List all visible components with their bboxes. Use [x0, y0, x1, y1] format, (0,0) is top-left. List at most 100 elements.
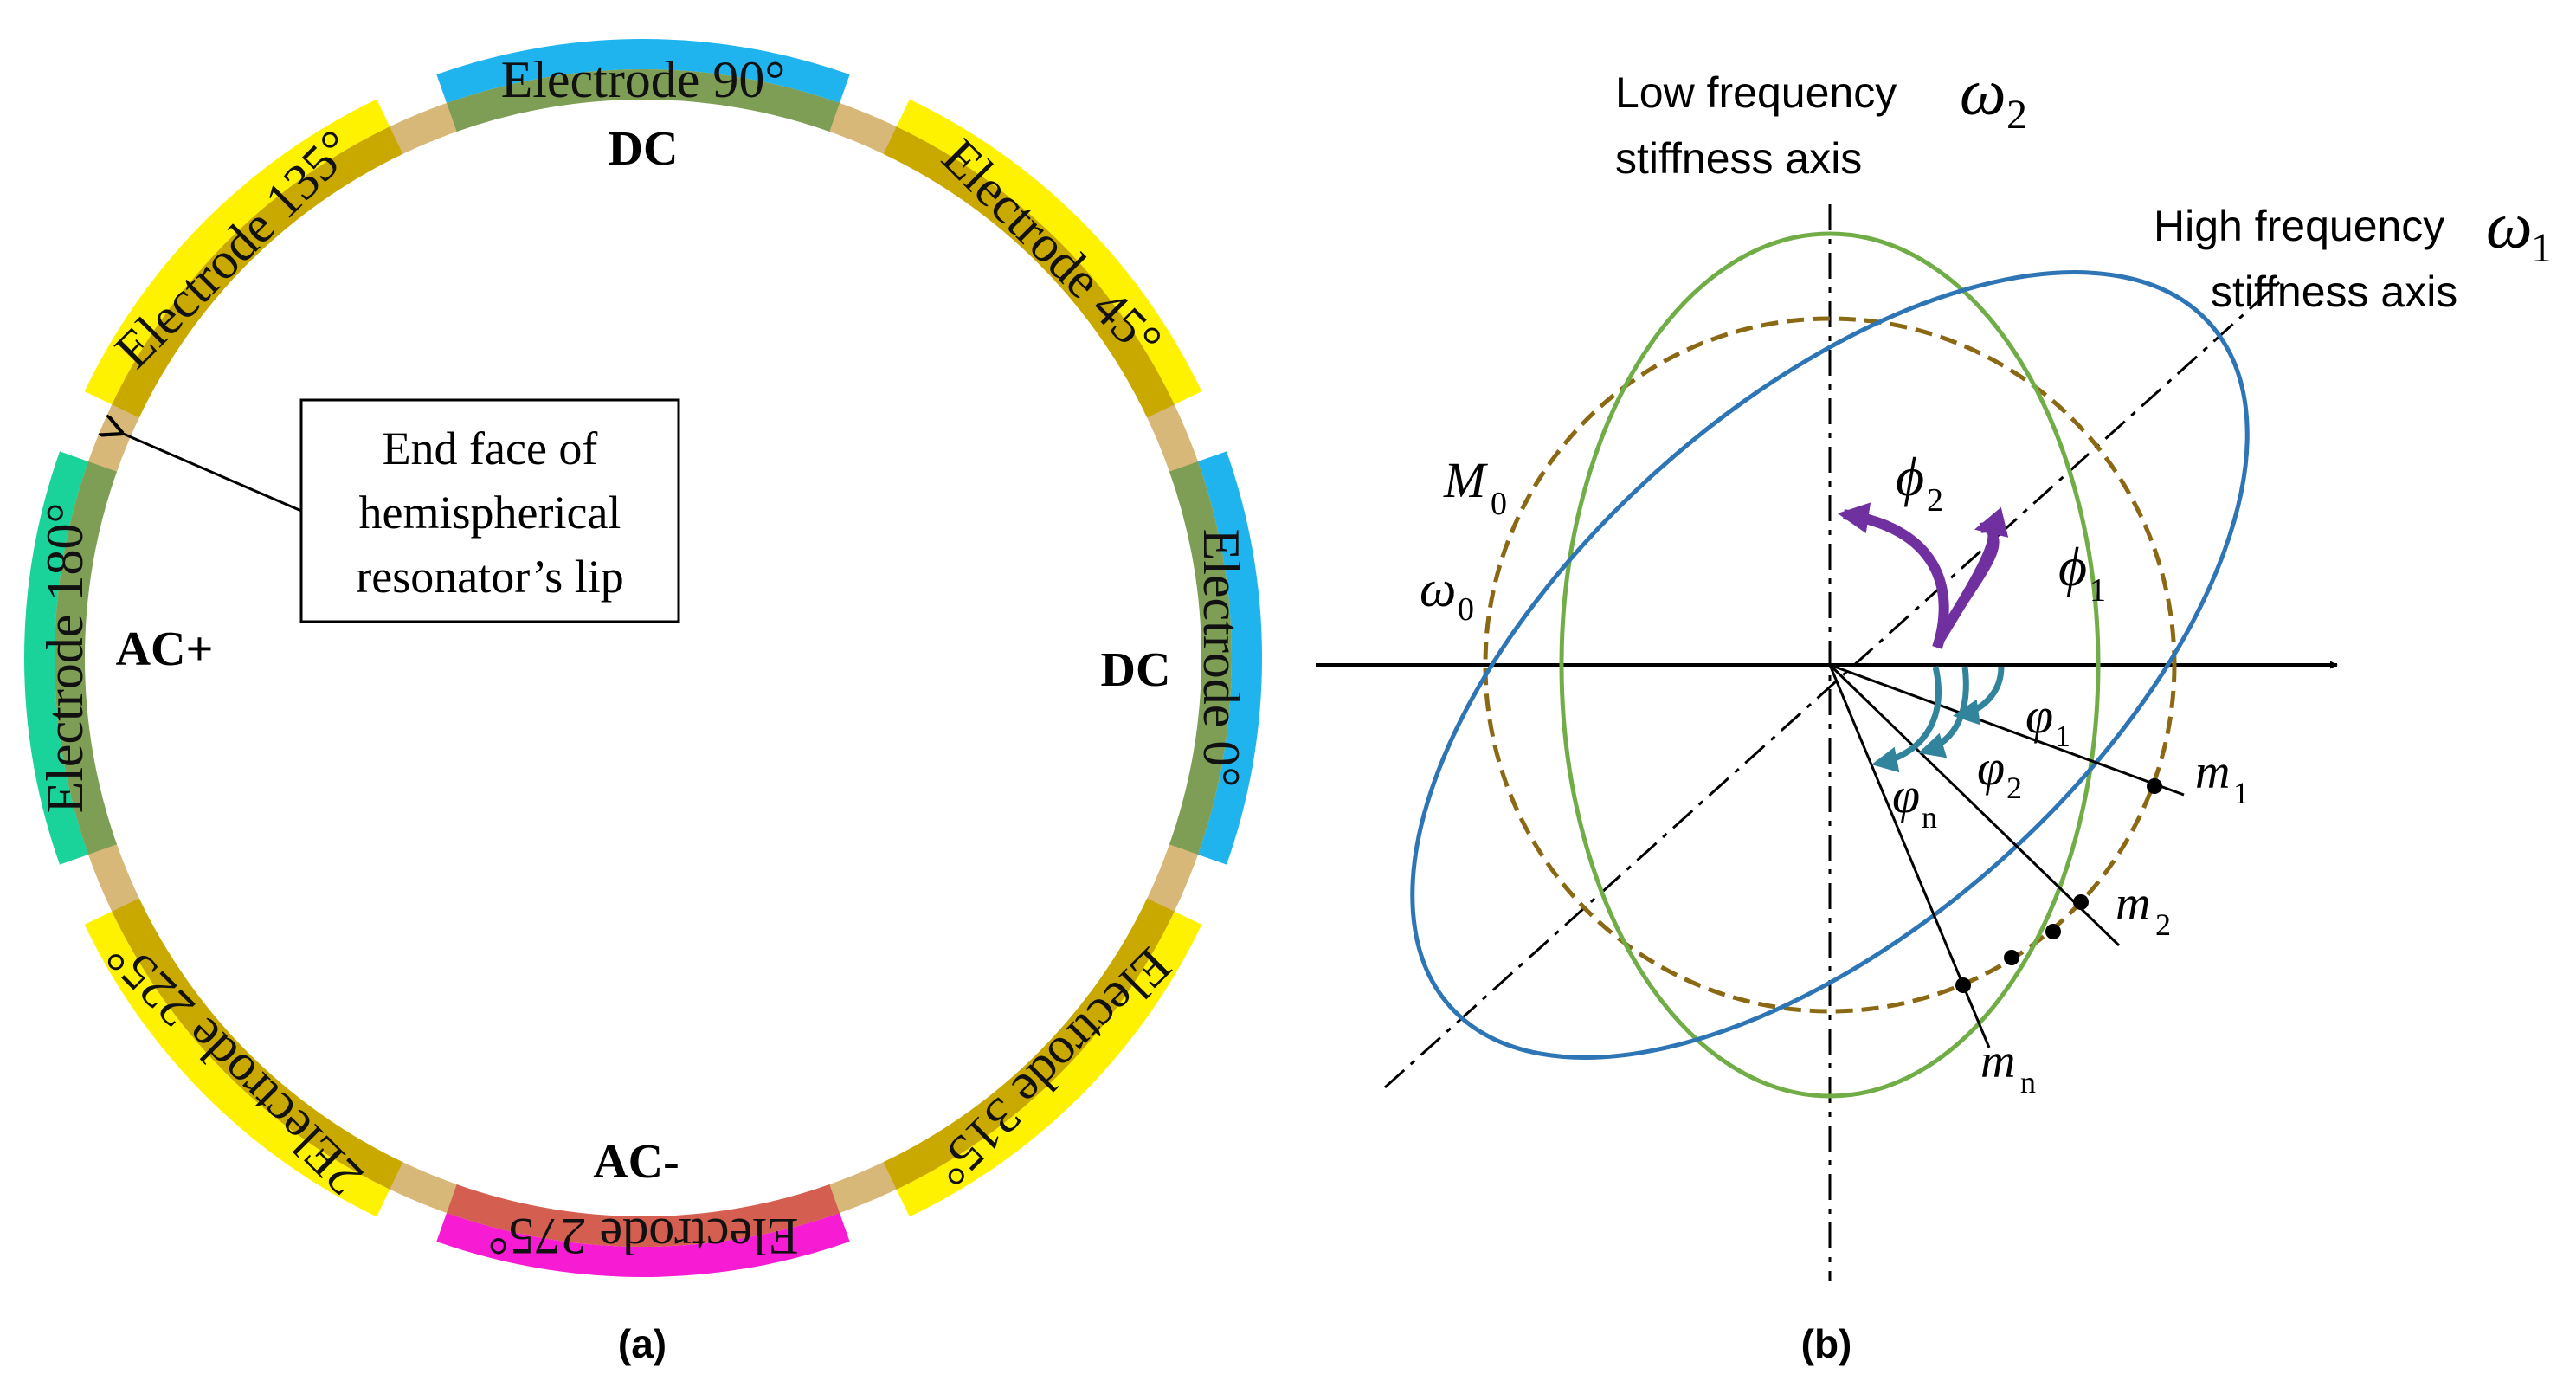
mean-mass-circle	[1483, 316, 2177, 1014]
electrode-inner-band	[447, 69, 840, 132]
dc-label-top: DC	[609, 122, 679, 176]
svg-text:1: 1	[2055, 719, 2070, 753]
high-axis-line2: stiffness axis	[2211, 268, 2457, 316]
M0-label: M 0	[1443, 452, 1507, 522]
svg-text:1: 1	[2233, 776, 2249, 810]
svg-text:0: 0	[1491, 486, 1507, 522]
svg-text:1: 1	[2090, 572, 2106, 609]
electrode-outer-band	[436, 38, 850, 104]
svg-text:φ: φ	[1892, 767, 1920, 823]
low-axis-line2: stiffness axis	[1615, 134, 1862, 183]
panel-a-caption: (a)	[618, 1321, 667, 1366]
electrode-outer-band	[84, 99, 390, 405]
low-frequency-axis-label: Low frequency stiffness axis ω 2	[1615, 56, 2027, 183]
mass-dot-mn	[1955, 977, 1971, 993]
panel-b-caption: (b)	[1801, 1321, 1852, 1366]
omega2-symbol: ω	[1960, 56, 2006, 129]
phi2-label: ϕ 2	[1896, 446, 1943, 519]
svg-text:2: 2	[2006, 771, 2022, 805]
electrode-outer-band	[1197, 451, 1262, 865]
radial-line-m2	[1828, 663, 2121, 947]
svg-text:0: 0	[1458, 591, 1474, 628]
varphin-arrow	[1871, 666, 1942, 773]
callout-line-3: resonator’s lip	[356, 551, 623, 603]
electrode-label: Electrode 275°	[488, 1208, 799, 1265]
svg-text:2: 2	[1927, 482, 1943, 519]
m1-label: m 1	[2195, 745, 2249, 810]
svg-text:2: 2	[2155, 907, 2171, 942]
phi2-arrow	[1837, 502, 1949, 649]
mass-dot-m2b	[2045, 924, 2061, 939]
svg-text:m: m	[2195, 745, 2230, 799]
electrode-inner-band	[112, 898, 403, 1190]
electrode-label: Electrode 0°	[1193, 529, 1250, 788]
omega1-subscript: 1	[2531, 225, 2552, 271]
electrode-gap	[383, 100, 463, 157]
callout-line-2: hemispherical	[359, 487, 621, 539]
svg-text:φ: φ	[2025, 687, 2053, 744]
high-frequency-ellipse	[1410, 270, 2250, 1060]
electrode-inner-band	[883, 126, 1175, 418]
mn-label: m n	[1980, 1035, 2036, 1100]
varphi1-arrow	[1953, 666, 2005, 726]
electrode-outer-band	[84, 911, 390, 1217]
electrode-label: Electrode 135°	[104, 119, 364, 378]
high-frequency-axis-line	[1383, 275, 2287, 1089]
omega1-symbol: ω	[2486, 190, 2533, 262]
omega0-label: ω 0	[1420, 560, 1474, 628]
electrode-label: Electrode 180°	[36, 503, 93, 814]
radial-line-m1	[1829, 663, 2185, 797]
varphin-label: φ n	[1892, 767, 1937, 835]
svg-text:ω: ω	[1420, 560, 1456, 617]
svg-text:φ: φ	[1977, 739, 2005, 796]
electrode-gap	[823, 100, 903, 157]
electrode-ring-diagram: Electrode 90° Electrode 45° Electrode 0° El…	[23, 38, 1262, 1366]
low-frequency-ellipse	[1559, 231, 2101, 1099]
mass-dot-m2	[2073, 894, 2089, 910]
electrode-outer-band	[436, 1212, 850, 1277]
callout-arrow	[121, 433, 302, 513]
electrode-inner-band	[883, 898, 1175, 1190]
electrode-outer-band	[896, 99, 1202, 405]
callout-box: End face of hemispherical resonator’s li…	[299, 398, 680, 623]
electrode-gap	[1144, 398, 1201, 478]
electrode-gap	[86, 398, 142, 478]
electrode-labels: Electrode 90° Electrode 45° Electrode 0° El…	[36, 51, 1250, 1265]
electrode-label: Electrode 315°	[922, 937, 1182, 1197]
svg-text:M: M	[1443, 452, 1488, 508]
electrode-gap	[1144, 838, 1201, 918]
ac-minus-label: AC-	[593, 1135, 679, 1189]
electrode-gap	[383, 1159, 463, 1216]
electrode-ring	[23, 38, 1262, 1277]
varphi1-label: φ 1	[2025, 687, 2070, 753]
callout-line-1: End face of	[383, 423, 598, 474]
electrode-inner-band	[54, 461, 117, 855]
mass-dot-m3	[2004, 950, 2019, 965]
electrode-outer-band	[896, 911, 1202, 1217]
varphi2-label: φ 2	[1977, 739, 2022, 805]
stiffness-axis-diagram: Low frequency stiffness axis ω 2 High fr…	[1316, 56, 2552, 1366]
phi1-label: ϕ 1	[2058, 536, 2106, 609]
svg-text:n: n	[2020, 1065, 2036, 1100]
svg-text:m: m	[1980, 1035, 2015, 1088]
ac-plus-label: AC+	[116, 623, 214, 676]
electrode-label: Electrode 90°	[501, 51, 786, 108]
m2-label: m 2	[2116, 877, 2171, 942]
mass-dot-m1	[2147, 778, 2162, 794]
svg-text:n: n	[1922, 800, 1937, 835]
high-axis-line1: High frequency	[2154, 202, 2444, 250]
svg-text:ϕ: ϕ	[2058, 536, 2087, 597]
dc-label-right: DC	[1101, 643, 1171, 697]
electrode-label: 2Electrode 225°	[95, 928, 374, 1207]
svg-text:ϕ: ϕ	[1896, 446, 1924, 507]
omega2-subscript: 2	[2006, 92, 2027, 138]
electrode-outer-band	[23, 451, 89, 865]
electrode-inner-band	[112, 126, 403, 418]
electrode-label: Electrode 45°	[931, 128, 1173, 370]
low-axis-line1: Low frequency	[1615, 68, 1897, 117]
varphi2-arrow	[1918, 666, 1969, 758]
electrode-gap	[86, 838, 142, 918]
electrode-inner-band	[447, 1184, 840, 1247]
phi1-arrow	[1934, 506, 2009, 644]
